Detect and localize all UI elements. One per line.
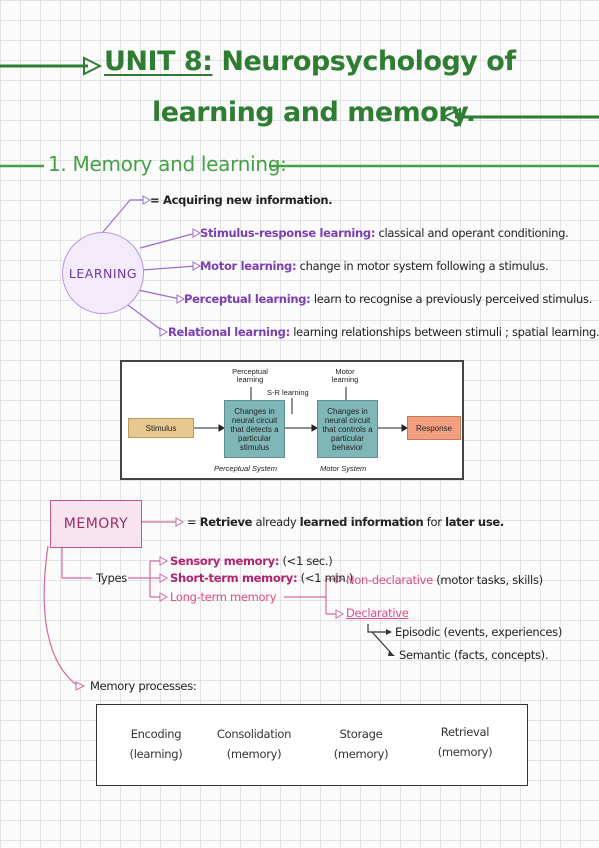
process-consolidation: Consolidation(memory): [216, 727, 292, 761]
memory-definition: = Retrieve already learned information f…: [187, 515, 504, 529]
unit-label: UNIT 8:: [104, 46, 213, 77]
long-term-memory: Long-term memory: [170, 590, 277, 604]
learning-item-relational: Relational learning: learning relationsh…: [168, 325, 599, 339]
diagram-perceptual-learning: Perceptual learning: [232, 367, 268, 384]
learning-item-motor: Motor learning: change in motor system f…: [200, 259, 549, 273]
diagram-sr-learning: S-R learning: [267, 388, 309, 397]
diagram-motor-system: Motor System: [320, 464, 367, 473]
episodic-memory: Episodic (events, experiences): [395, 625, 563, 639]
memory-processes-label: Memory processes:: [90, 679, 197, 693]
learning-item-stimulus-response: Stimulus-response learning: classical an…: [200, 226, 569, 240]
declarative-memory: Declarative: [346, 606, 409, 620]
diagram-perceptual-box: Changes in neural circuit that detects a…: [224, 400, 285, 458]
diagram-motor-learning: Motor learning: [331, 367, 359, 384]
sensory-memory: Sensory memory: (<1 sec.): [170, 554, 333, 568]
memory-label: MEMORY: [63, 516, 129, 532]
page-title-line1: UNIT 8: Neuropsychology of: [104, 46, 516, 77]
process-storage: Storage(memory): [333, 727, 389, 761]
learning-item-perceptual: Perceptual learning: learn to recognise …: [184, 292, 593, 306]
learning-definition: = Acquiring new information.: [150, 193, 333, 207]
short-term-memory: Short-term memory: (<1 min.): [170, 571, 353, 585]
process-retrieval: Retrieval(memory): [437, 725, 493, 759]
semantic-memory: Semantic (facts, concepts).: [399, 648, 549, 662]
title-topic-line1: Neuropsychology of: [221, 46, 516, 77]
diagram-arrows: [194, 387, 408, 432]
memory-box: MEMORY: [50, 500, 142, 548]
process-encoding: Encoding(learning): [129, 727, 183, 761]
diagram-perceptual-system: Perceptual System: [214, 464, 277, 473]
types-label: Types: [96, 571, 127, 585]
section-heading: 1. Memory and learning:: [48, 152, 287, 176]
non-declarative-memory: Non-declarative (motor tasks, skills): [346, 573, 543, 587]
learning-circle: LEARNING: [62, 232, 144, 314]
diagram-response-box: Response: [407, 416, 461, 440]
diagram-stimulus-box: Stimulus: [128, 418, 194, 438]
memory-processes-frame: [96, 704, 528, 786]
page-title-line2: learning and memory.: [152, 97, 476, 128]
learning-label: LEARNING: [68, 265, 138, 281]
diagram-motor-box: Changes in neural circuit that controls …: [317, 400, 378, 458]
learning-diagram: Perceptual learning S-R learning Motor l…: [120, 360, 464, 480]
